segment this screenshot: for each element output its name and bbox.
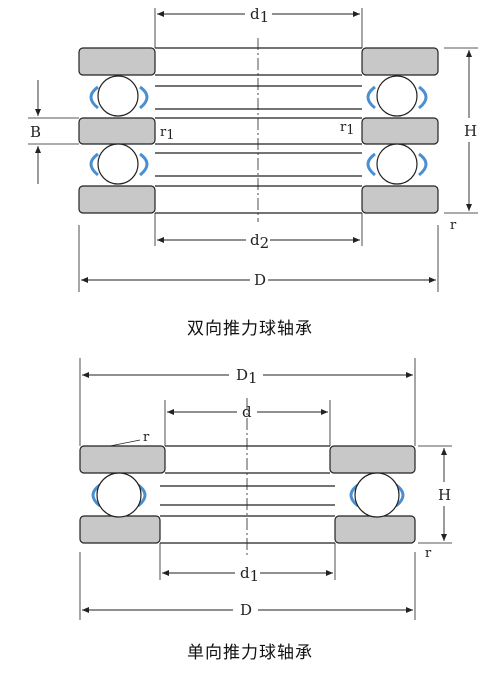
shaft-washer-right xyxy=(361,117,439,145)
ball-bottom-left xyxy=(97,143,139,185)
label-D1: D1 xyxy=(236,366,258,387)
label-r1-right: r1 xyxy=(340,120,355,138)
label-r-double: r xyxy=(450,218,457,233)
lower-washer-left xyxy=(79,515,161,544)
top-washer-right xyxy=(361,47,439,76)
label-d1-top: d1 xyxy=(250,5,269,26)
label-D-double: D xyxy=(254,271,266,289)
single-bearing-cages xyxy=(91,483,405,508)
ball-top-right xyxy=(376,75,418,117)
dim-B xyxy=(28,80,79,184)
label-r-bottom: r xyxy=(425,546,432,561)
label-B: B xyxy=(30,123,41,141)
single-bearing-balls xyxy=(96,472,400,518)
upper-washer-left xyxy=(79,445,166,474)
label-r1-left: r1 xyxy=(160,125,175,143)
dim-D-single xyxy=(79,552,416,620)
dim-D-double xyxy=(78,225,439,292)
lower-washer-right xyxy=(334,515,416,544)
double-bearing-cages xyxy=(89,85,428,177)
ball-top-left xyxy=(97,75,139,117)
bottom-washer-right xyxy=(361,185,439,214)
r-leader-top xyxy=(109,439,141,447)
ball-left xyxy=(96,472,142,518)
dim-d xyxy=(164,400,331,446)
double-bearing-balls xyxy=(97,75,418,185)
label-d1-bottom: d1 xyxy=(240,564,259,585)
dim-d2 xyxy=(154,213,363,246)
double-bearing-rings xyxy=(78,47,439,214)
shaft-washer-left xyxy=(78,117,156,145)
single-bearing-diagram xyxy=(79,358,452,620)
double-bearing-bore-lines xyxy=(155,47,362,214)
upper-washer-right xyxy=(329,445,416,474)
caption-double-bearing: 双向推力球轴承 xyxy=(187,319,313,339)
caption-single-bearing: 单向推力球轴承 xyxy=(187,643,313,663)
dim-H-single xyxy=(418,445,452,544)
ball-right xyxy=(354,472,400,518)
top-washer-left xyxy=(78,47,156,76)
label-D-single: D xyxy=(240,601,252,619)
dim-d1-top xyxy=(154,8,363,48)
label-H-double: H xyxy=(464,122,477,140)
single-bearing-bore-lines xyxy=(160,445,335,544)
dim-D1 xyxy=(79,358,416,446)
bottom-washer-left xyxy=(78,185,156,214)
label-d: d xyxy=(242,403,252,421)
double-bearing-diagram xyxy=(28,8,478,292)
dim-H-double xyxy=(444,47,478,214)
label-r-top: r xyxy=(143,430,150,445)
single-bearing-rings xyxy=(79,445,416,544)
label-d2: d2 xyxy=(250,231,269,252)
dim-d1-bottom xyxy=(159,543,336,580)
ball-bottom-right xyxy=(376,143,418,185)
label-H-single: H xyxy=(438,486,451,504)
